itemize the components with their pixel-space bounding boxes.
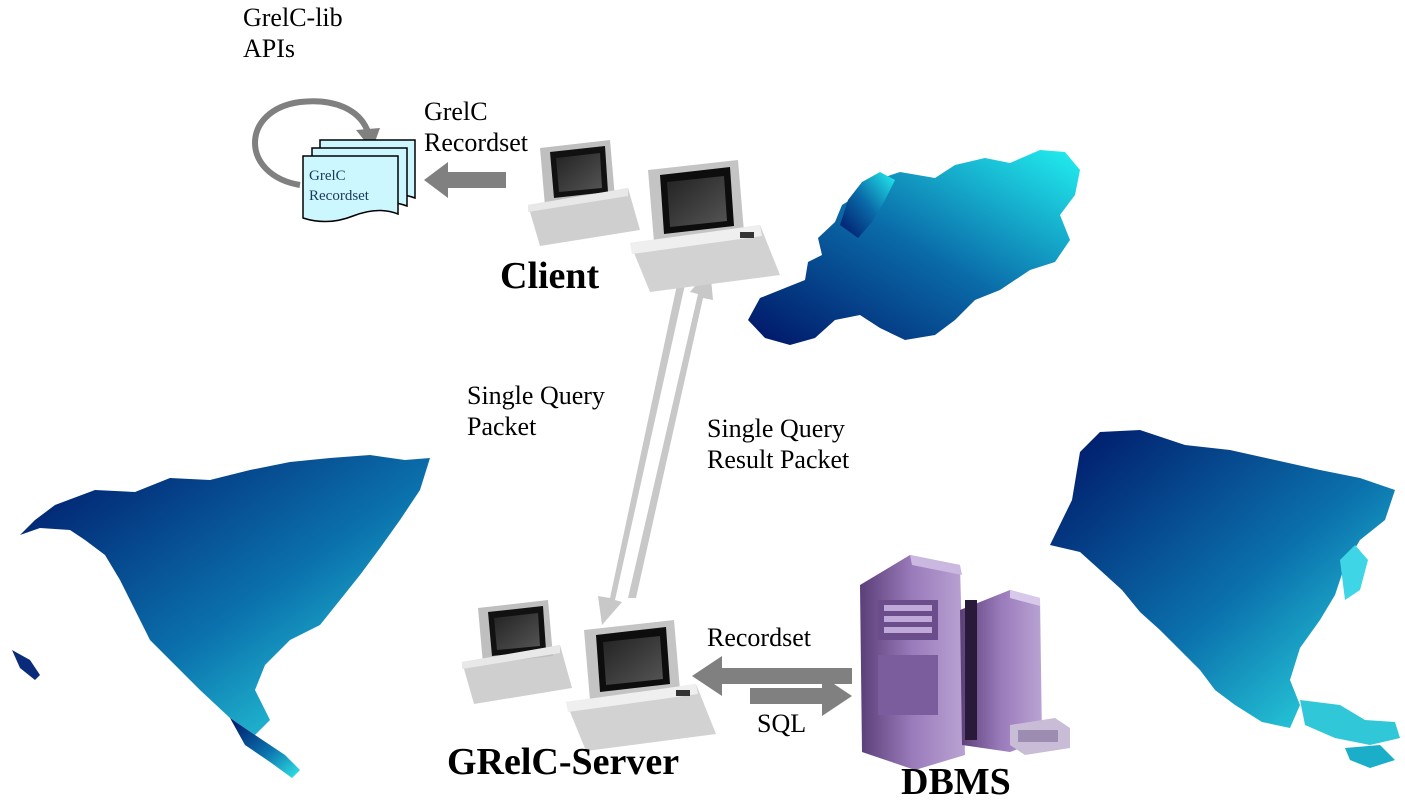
client-computer-pair-icon <box>528 140 780 292</box>
document-label-line2: Recordset <box>309 188 369 204</box>
server-computer-pair-icon <box>462 600 716 751</box>
sql-arrow-icon <box>750 676 852 716</box>
grelc-recordset-line2: Recordset <box>424 128 528 158</box>
asia-map-icon <box>1050 430 1395 728</box>
dbms-server-rack-icon <box>860 555 1070 770</box>
single-query-packet-line1: Single Query <box>467 381 605 410</box>
document-label-line1: GrelC <box>309 168 346 184</box>
result-packet-arrow-icon <box>628 268 713 598</box>
dbms-label: DBMS <box>901 761 1011 803</box>
recordset-label: Recordset <box>707 623 811 652</box>
single-query-packet-line2: Packet <box>467 412 537 442</box>
grelc-recordset-label: GrelC Recordset <box>424 96 528 158</box>
grelc-lib-line1: GrelC-lib <box>243 3 343 32</box>
central-america-map-icon <box>230 718 300 778</box>
single-query-result-label: Single Query Result Packet <box>707 413 849 475</box>
sql-label: SQL <box>757 709 807 738</box>
single-query-packet-label: Single Query Packet <box>467 380 605 442</box>
europe-map-icon <box>748 150 1080 345</box>
grelc-server-label: GRelC-Server <box>447 741 680 783</box>
packet-arrows <box>598 268 713 625</box>
north-america-map-icon <box>20 455 430 735</box>
grelc-lib-label: GrelC-lib APIs <box>243 2 343 64</box>
single-query-result-line2: Result Packet <box>707 445 850 475</box>
client-label: Client <box>500 255 600 297</box>
arrow-to-recordset-icon <box>424 162 506 198</box>
single-query-result-line1: Single Query <box>707 414 845 443</box>
grelc-lib-line2: APIs <box>243 34 296 64</box>
scandinavia-map-icon <box>840 172 895 238</box>
circular-arrow-icon <box>252 98 371 188</box>
document-stack-icon <box>302 139 416 223</box>
recordset-arrow-icon <box>692 656 852 696</box>
australia-tip-map-icon <box>1345 745 1395 768</box>
grelc-recordset-line1: GrelC <box>424 97 488 126</box>
document-label: GrelC Recordset <box>309 166 369 206</box>
single-query-arrow-icon <box>598 280 686 625</box>
indonesia-map-icon <box>1300 700 1400 745</box>
japan-map-icon <box>1340 545 1368 600</box>
hawaii-map-icon <box>12 650 40 680</box>
